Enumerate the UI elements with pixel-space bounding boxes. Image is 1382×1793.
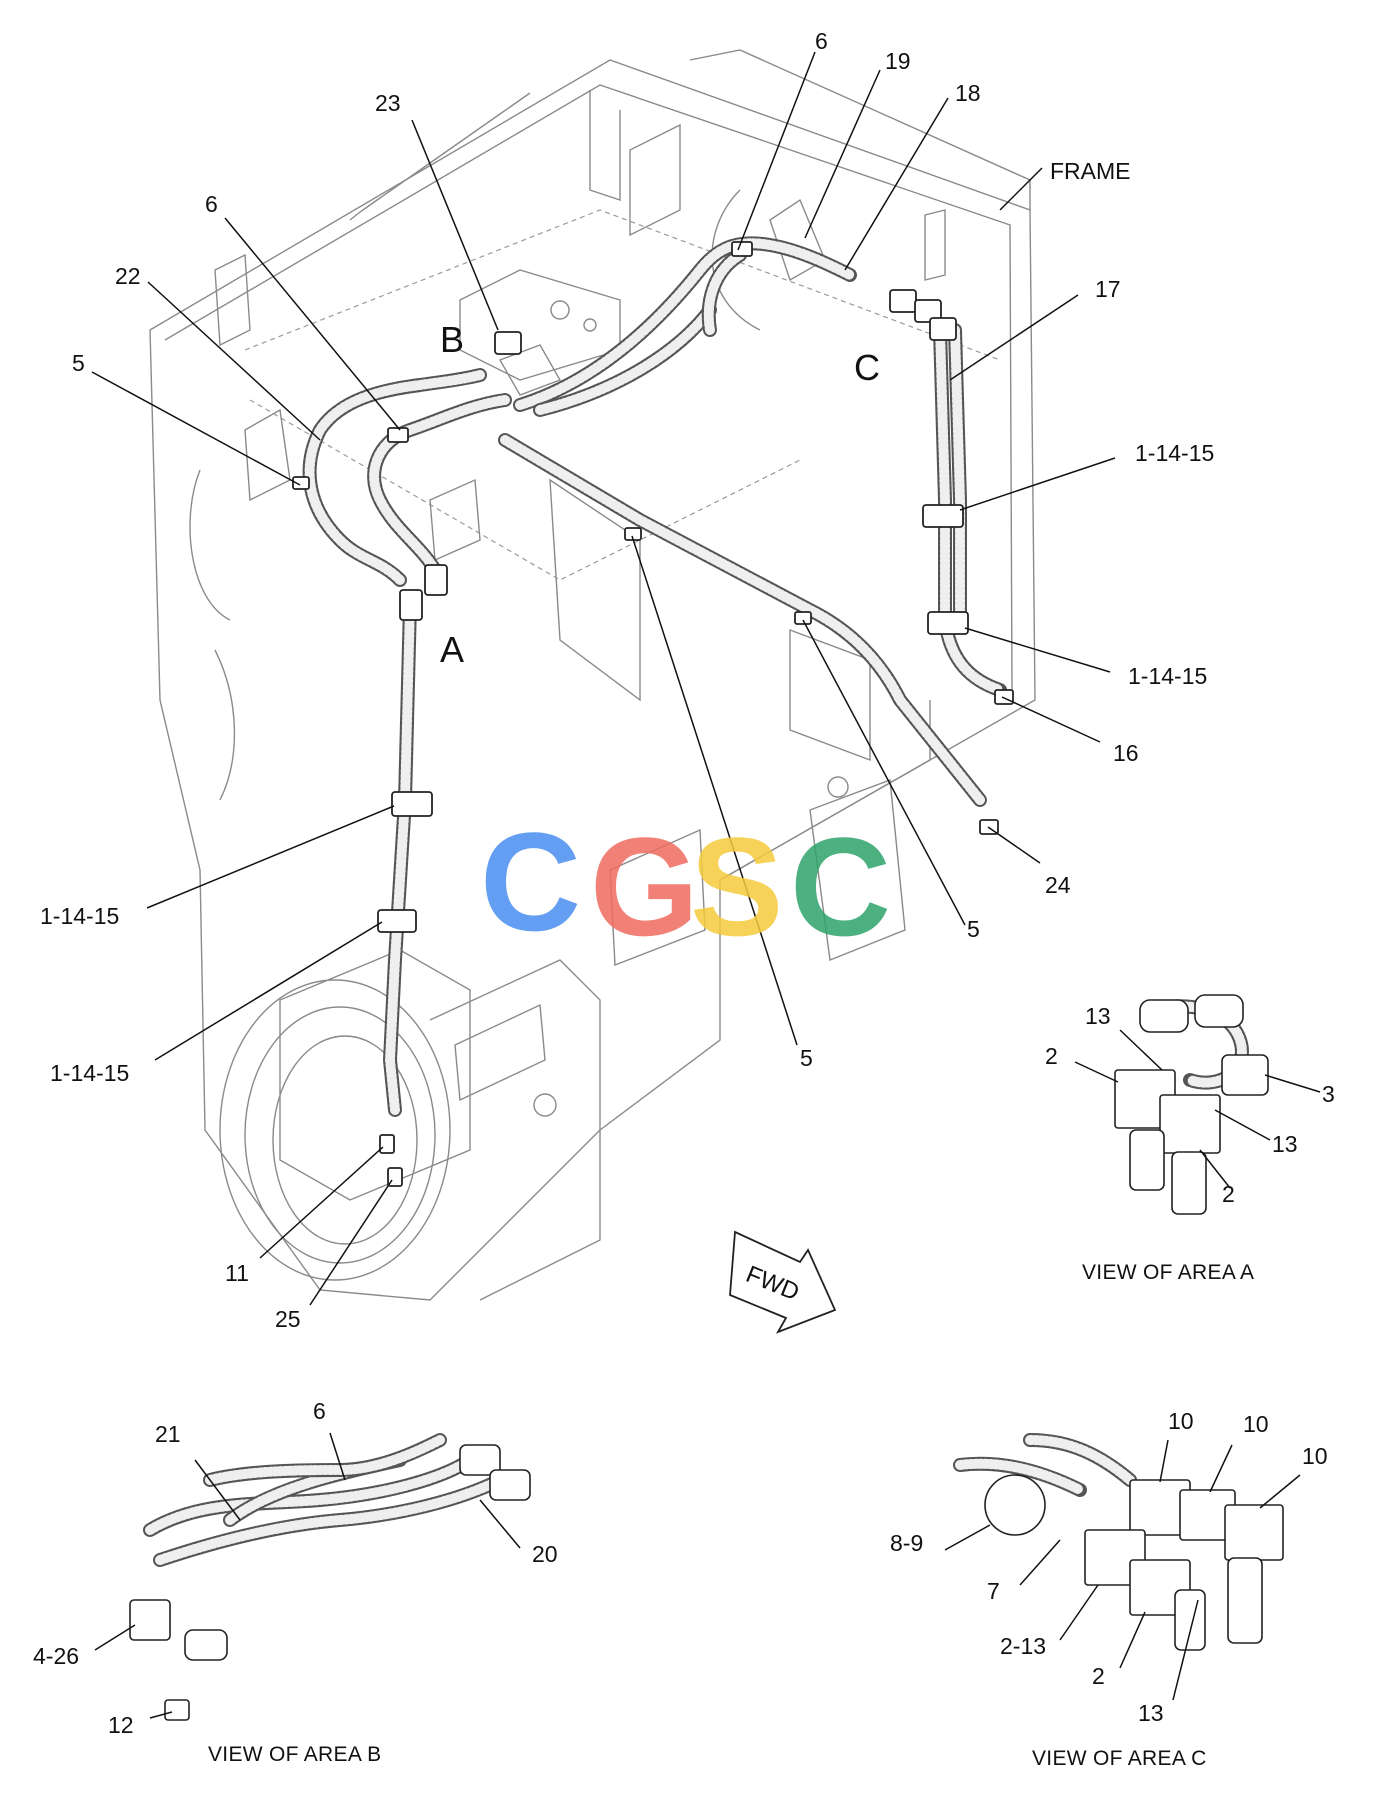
callout-11: 11 xyxy=(225,1260,249,1286)
view-a-caption: VIEW OF AREA A xyxy=(1082,1261,1255,1284)
callout-16: 16 xyxy=(1113,740,1139,766)
callout-17: 17 xyxy=(1095,276,1121,302)
callout-5-left: 5 xyxy=(72,350,85,376)
callout-1-14-15-left-lower: 1-14-15 xyxy=(50,1060,130,1086)
view-c-caption: VIEW OF AREA C xyxy=(1032,1747,1207,1770)
view-b-callout-12: 12 xyxy=(108,1712,134,1738)
watermark-letter-3: S xyxy=(690,808,783,965)
view-a-callout-3: 3 xyxy=(1322,1081,1335,1107)
callout-5-right: 5 xyxy=(967,916,980,942)
view-a-callout-2-bottom: 2 xyxy=(1222,1181,1235,1207)
callout-23: 23 xyxy=(375,90,401,116)
view-c-callout-10-a: 10 xyxy=(1168,1408,1194,1434)
label-frame: FRAME xyxy=(1050,158,1131,184)
view-b-callout-20: 20 xyxy=(532,1541,558,1567)
callout-19: 19 xyxy=(885,48,911,74)
watermark: C G S C xyxy=(480,803,891,965)
view-c-callout-10-c: 10 xyxy=(1302,1443,1328,1469)
callout-22: 22 xyxy=(115,263,141,289)
callout-1-14-15-right-upper: 1-14-15 xyxy=(1135,440,1215,466)
watermark-letter-1: C xyxy=(480,803,581,960)
view-c-callout-2: 2 xyxy=(1092,1663,1105,1689)
view-a-detail xyxy=(1074,994,1321,1215)
view-a-callout-13-right: 13 xyxy=(1272,1131,1298,1157)
view-c-callout-2-13: 2-13 xyxy=(1000,1633,1047,1659)
view-b-detail xyxy=(94,1432,531,1721)
main-leaders xyxy=(91,51,1116,1306)
view-a-callout-13-top: 13 xyxy=(1085,1003,1111,1029)
view-b-callout-4-26: 4-26 xyxy=(33,1643,80,1669)
view-c-detail xyxy=(944,1433,1301,1701)
label-area-b: B xyxy=(440,319,465,360)
view-c-callout-8-9: 8-9 xyxy=(890,1530,924,1556)
view-b-caption: VIEW OF AREA B xyxy=(208,1743,382,1766)
hose-assemblies xyxy=(302,236,1007,1117)
view-c-callout-10-b: 10 xyxy=(1243,1411,1269,1437)
view-a-callout-2-left: 2 xyxy=(1045,1043,1058,1069)
view-c-callout-13: 13 xyxy=(1138,1700,1164,1726)
label-area-a: A xyxy=(440,629,465,670)
callout-18: 18 xyxy=(955,80,981,106)
callout-24: 24 xyxy=(1045,872,1071,898)
machine-frame xyxy=(149,49,1036,1301)
view-b-callout-21: 21 xyxy=(155,1421,181,1447)
callout-1-14-15-right-lower: 1-14-15 xyxy=(1128,663,1208,689)
view-b-callout-6: 6 xyxy=(313,1398,326,1424)
label-area-c: C xyxy=(854,347,880,388)
callout-25: 25 xyxy=(275,1306,301,1332)
watermark-letter-4: C xyxy=(790,808,891,965)
callout-5-mid: 5 xyxy=(800,1045,813,1071)
callout-1-14-15-left-upper: 1-14-15 xyxy=(40,903,120,929)
main-fittings xyxy=(292,241,1014,1187)
callout-6-top: 6 xyxy=(815,28,828,54)
watermark-letter-2: G xyxy=(590,808,699,965)
view-c-callout-7: 7 xyxy=(987,1578,1000,1604)
callout-6-left: 6 xyxy=(205,191,218,217)
forward-arrow-icon xyxy=(729,1230,837,1334)
